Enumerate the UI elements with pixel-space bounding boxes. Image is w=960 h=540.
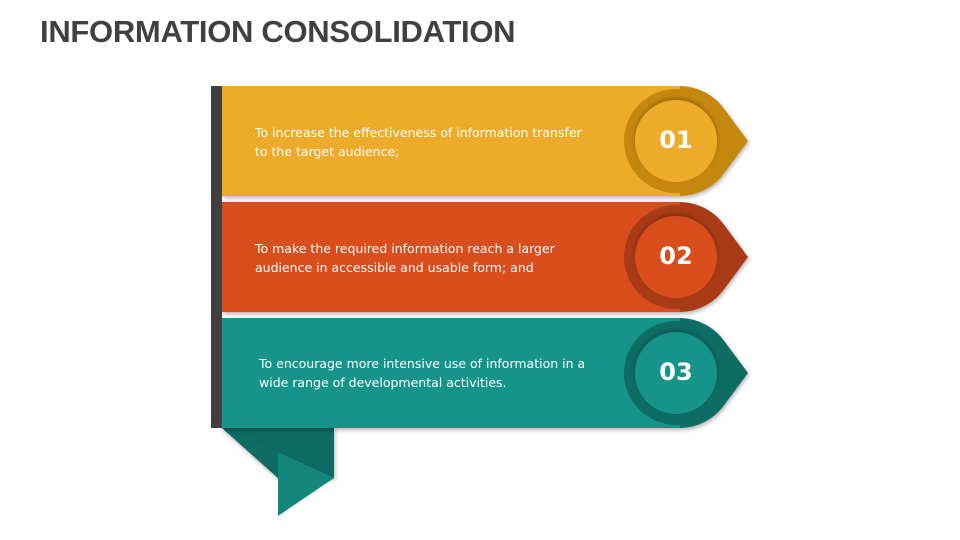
item-01-line1: To increase the effectiveness of informa…	[255, 125, 582, 140]
item-03-line2: wide range of developmental activities.	[259, 375, 507, 390]
item-02-number: 02	[659, 242, 693, 270]
spine-bar	[211, 86, 222, 428]
item-01-number: 01	[659, 126, 693, 154]
item-02-text: To make the required information reach a…	[255, 239, 615, 277]
item-03-text: To encourage more intensive use of infor…	[259, 354, 619, 392]
banner-02	[222, 202, 748, 312]
banner-03	[222, 318, 748, 428]
item-02-line1: To make the required information reach a…	[255, 241, 555, 256]
ribbon-tail	[222, 428, 334, 516]
banner-01	[222, 86, 748, 196]
page-title: INFORMATION CONSOLIDATION	[40, 14, 516, 49]
item-02-line2: audience in accessible and usable form; …	[255, 260, 534, 275]
item-03-number: 03	[659, 358, 693, 386]
item-01-line2: to the target audience;	[255, 144, 400, 159]
item-01-text: To increase the effectiveness of informa…	[255, 123, 615, 161]
item-03-line1: To encourage more intensive use of infor…	[259, 356, 586, 371]
